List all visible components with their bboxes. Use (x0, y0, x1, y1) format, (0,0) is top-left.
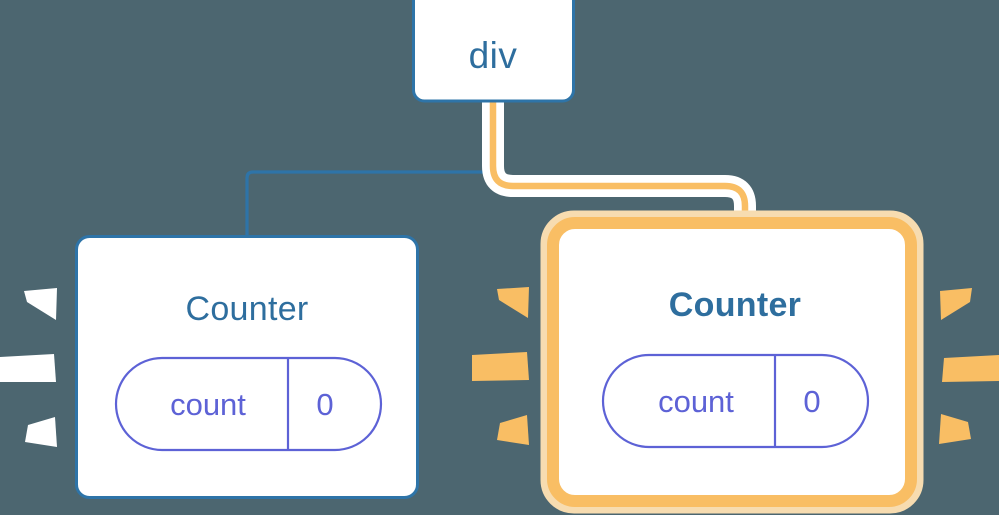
spark-white-lower (25, 417, 57, 447)
node-counter-left[interactable]: Counter count 0 (75, 235, 419, 499)
spark-orange-right-upper (940, 288, 972, 320)
spark-orange-upper (497, 287, 529, 318)
node-div-box[interactable] (412, 0, 575, 103)
node-div-label: div (469, 35, 518, 76)
node-div[interactable]: div (412, 0, 575, 103)
node-counter-right-title: Counter (669, 286, 801, 324)
spark-white-middle (0, 354, 56, 382)
spark-orange-middle (472, 352, 529, 381)
node-counter-left-title: Counter (185, 290, 308, 328)
edge-root-to-counter-right (489, 100, 749, 238)
state-pill-counter-right-name: count (658, 384, 734, 419)
state-pill-counter-left-name: count (170, 387, 246, 422)
edge-layer (245, 100, 756, 238)
state-pill-counter-left-value: 0 (316, 387, 333, 422)
state-pill-counter-left-outline (114, 356, 383, 452)
state-pill-counter-right-value: 0 (803, 384, 820, 419)
sparkles-right-of-counter-left (472, 287, 529, 445)
state-pill-counter-right[interactable]: count 0 (601, 353, 870, 449)
state-pill-counter-right-outline (601, 353, 870, 449)
state-pill-counter-left[interactable]: count 0 (114, 356, 383, 452)
sparkles-right-of-counter-right (939, 288, 999, 444)
node-counter-right[interactable]: Counter count 0 (540, 210, 924, 514)
spark-orange-right-lower (939, 414, 971, 444)
node-counter-right-halo (540, 210, 924, 514)
sparkles-left-of-counter-left (0, 288, 57, 447)
spark-orange-right-middle (942, 355, 999, 382)
sparkle-layer (0, 287, 999, 447)
edge-root-to-counter-left (245, 100, 495, 238)
spark-orange-lower (497, 415, 529, 445)
spark-white-upper (24, 288, 57, 320)
